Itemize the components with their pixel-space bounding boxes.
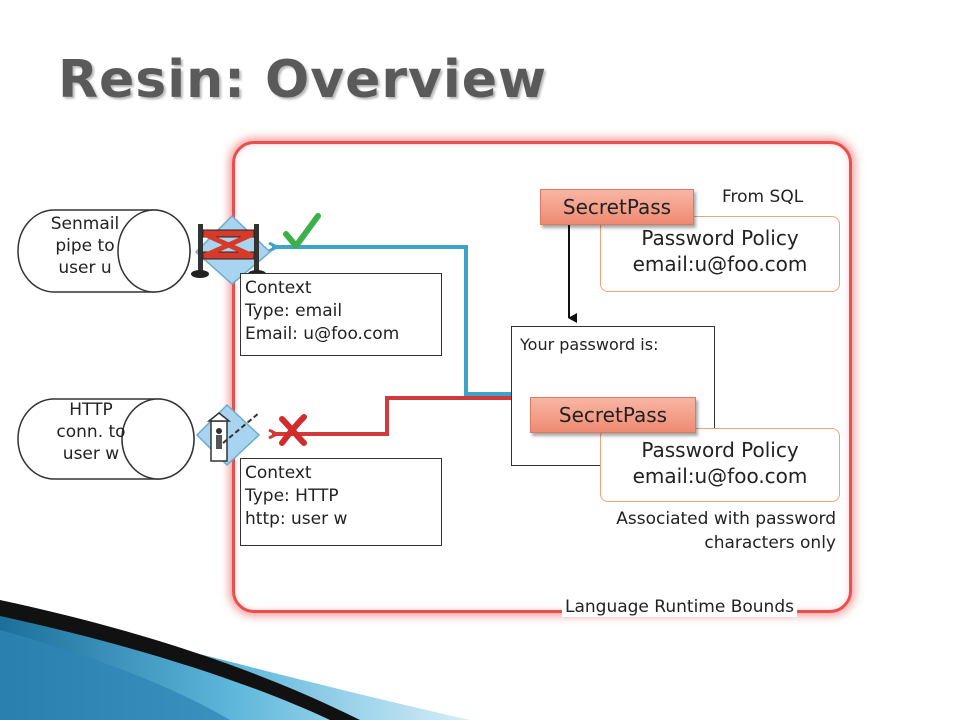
policy-line: email:u@foo.com (632, 464, 808, 488)
policy-box-bottom: Password Policy email:u@foo.com (600, 428, 840, 502)
senmail-pipe-label: Senmail pipe to user u (30, 213, 140, 279)
label-line: HTTP (69, 400, 113, 420)
http-connection-cylinder (17, 398, 195, 480)
context-line: Context (245, 463, 312, 483)
allowed-flow-arrow (272, 247, 512, 396)
policy-line: Password Policy (641, 226, 799, 250)
association-note: Associated with password characters only (556, 507, 836, 555)
context-line: http: user w (245, 509, 348, 529)
source-note: From SQL (722, 187, 804, 207)
context-line: Type: email (245, 301, 343, 321)
guard-booth-icon (195, 403, 261, 467)
decorative-swoosh (0, 600, 470, 720)
page-title: Resin: Overview (58, 50, 548, 110)
context-line: Type: HTTP (245, 486, 339, 506)
check-mark-icon (283, 213, 321, 249)
label-line: pipe to (55, 236, 115, 256)
secret-tag-bottom: SecretPass (530, 397, 696, 433)
context-box-http: Context Type: HTTP http: user w (240, 458, 442, 546)
policy-line: Password Policy (641, 438, 799, 462)
note-line: Associated with password (616, 509, 836, 529)
senmail-pipe-cylinder (17, 209, 191, 293)
boundary-label: Language Runtime Bounds (562, 597, 797, 617)
context-line: Context (245, 278, 312, 298)
secret-tag-top: SecretPass (540, 189, 694, 225)
http-connection-label: HTTP conn. to user w (36, 399, 146, 465)
policy-line: email:u@foo.com (632, 252, 808, 276)
label-line: Senmail (50, 214, 120, 234)
blocked-flow-arrow (272, 396, 512, 434)
context-box-email: Context Type: email Email: u@foo.com (240, 273, 442, 356)
password-box-label: Your password is: (520, 335, 659, 354)
context-line: Email: u@foo.com (245, 324, 400, 344)
label-line: conn. to (56, 422, 126, 442)
label-line: user u (58, 258, 112, 278)
policy-box-top: Password Policy email:u@foo.com (600, 216, 840, 292)
cross-mark-icon (279, 414, 307, 446)
label-line: user w (62, 444, 120, 464)
barrier-gate-icon (191, 214, 272, 285)
note-line: characters only (704, 533, 836, 553)
